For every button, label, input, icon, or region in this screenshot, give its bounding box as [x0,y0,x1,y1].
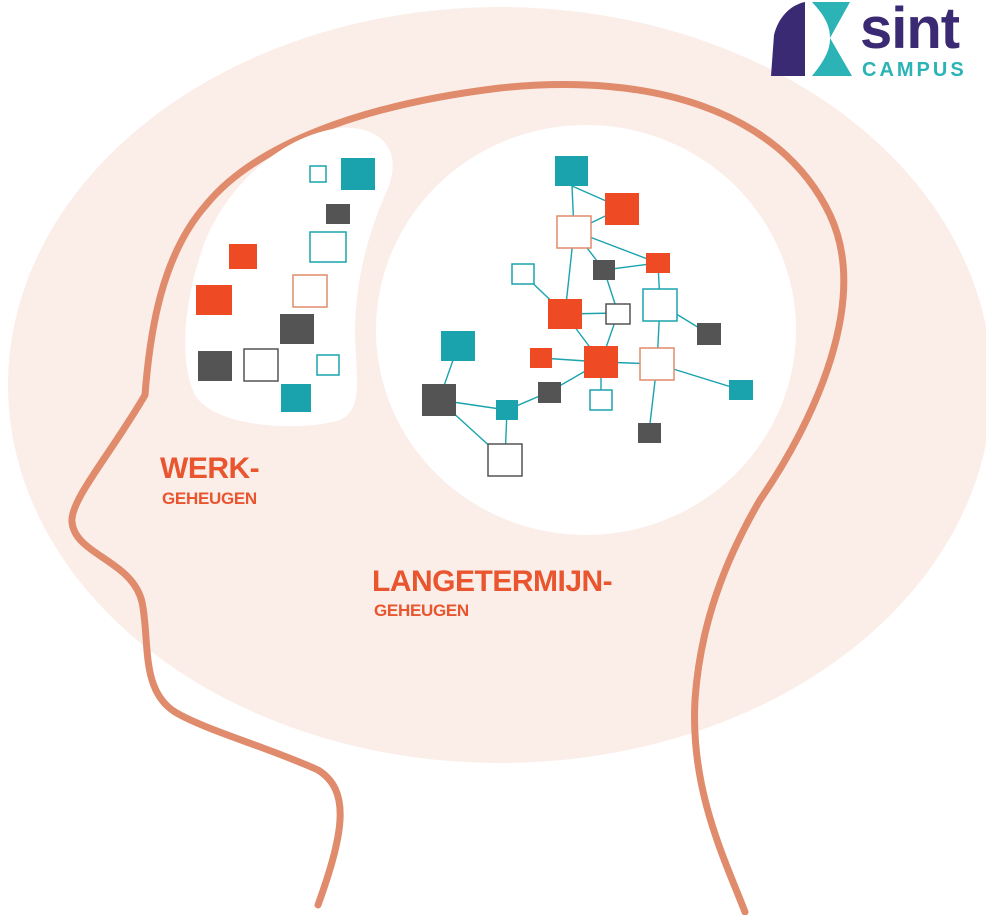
ltm-square [496,400,518,420]
wm-square [309,231,347,263]
ltm-square [548,299,582,329]
logo: sint CAMPUS [771,0,967,81]
ltm-square [487,443,523,477]
ltm-square [589,389,613,411]
wm-square [229,244,257,269]
wm-square [198,351,232,381]
wm-square [243,348,279,382]
ltm-square [642,288,678,322]
wm-square [280,314,314,344]
ltm-square [422,384,456,416]
long-term-memory-bubble [376,125,796,535]
ltm-square [511,263,535,285]
ltm-square [697,323,721,345]
logo-mark-left [771,2,805,76]
logo-subtext: CAMPUS [862,59,967,81]
wm-square [316,354,340,376]
ltm-square [584,346,618,378]
long-term-memory-title: LANGETERMIJN- [372,565,612,598]
wm-square [281,384,311,412]
ltm-square [646,253,670,273]
long-term-memory-items [422,156,753,477]
working-memory-title: WERK- [160,452,259,485]
working-memory-subtitle: GEHEUGEN [162,489,257,508]
ltm-square [530,348,552,368]
ltm-square [638,423,661,443]
wm-square [292,274,328,308]
wm-square [341,158,375,190]
ltm-square [639,347,675,381]
ltm-square [556,215,592,249]
ltm-square [538,382,561,403]
wm-square [326,204,350,224]
wm-square [196,285,232,315]
logo-mark-right [812,2,852,76]
ltm-square [555,156,588,186]
ltm-square [605,303,631,325]
ltm-square [729,380,753,400]
head-outline [68,80,848,915]
ltm-square [441,331,475,361]
working-memory-bubble [185,127,393,427]
ltm-square [605,193,639,225]
wm-square [309,165,327,183]
working-memory-items [196,158,375,412]
logo-wordmark: sint [860,0,960,61]
ltm-square [593,260,615,280]
long-term-memory-subtitle: GEHEUGEN [374,601,469,620]
